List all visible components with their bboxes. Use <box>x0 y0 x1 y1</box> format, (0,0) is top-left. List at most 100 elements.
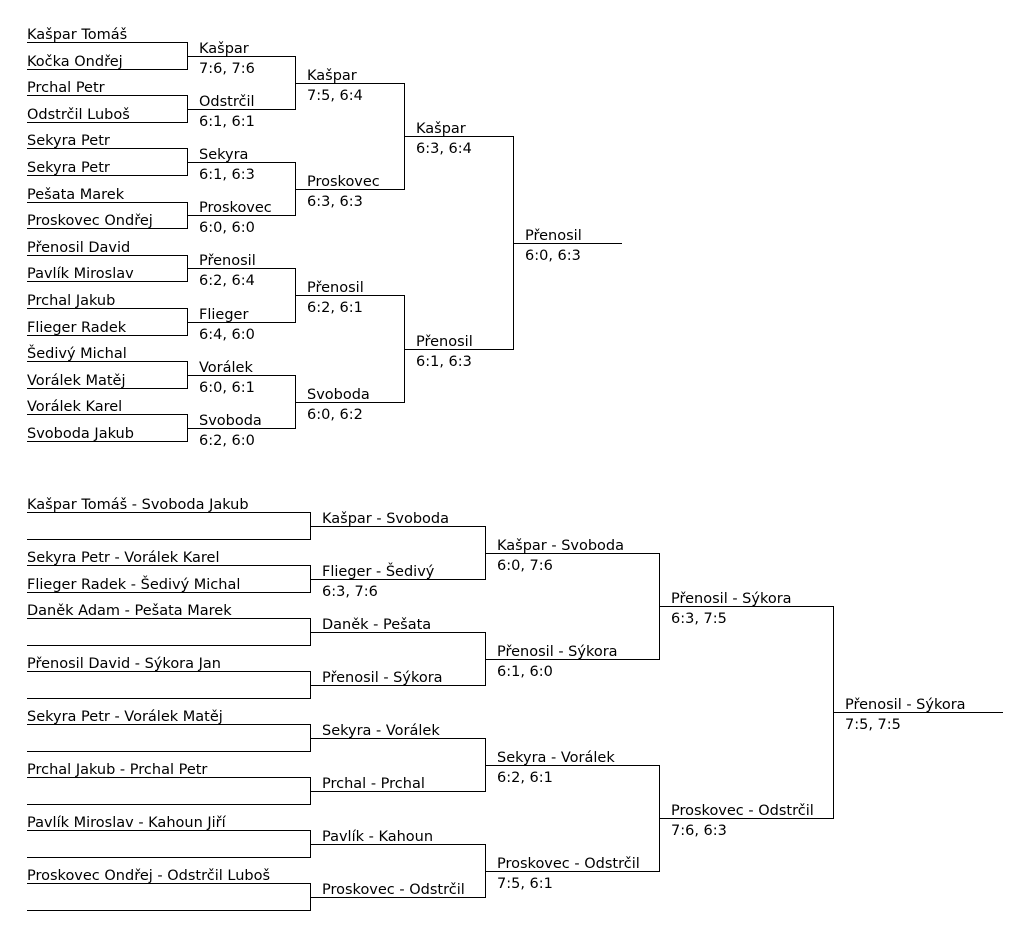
doubles-entry-line <box>27 724 310 725</box>
singles-player-entry: Vorálek Karel <box>27 399 123 415</box>
singles-match-winner: Svoboda <box>199 413 262 429</box>
doubles-match-winner: Prchal - Prchal <box>322 776 425 792</box>
doubles-player-entry: Daněk Adam - Pešata Marek <box>27 603 232 619</box>
singles-player-entry: Proskovec Ondřej <box>27 213 153 229</box>
doubles-entry-line <box>27 777 310 778</box>
singles-match-winner: Přenosil <box>199 253 256 269</box>
doubles-player-entry: Sekyra Petr - Vorálek Matěj <box>27 709 223 725</box>
doubles-entry-line <box>27 830 310 831</box>
doubles-player-entry: Pavlík Miroslav - Kahoun Jiří <box>27 815 226 831</box>
doubles-entry-line <box>27 671 310 672</box>
singles-winner-line <box>187 428 295 429</box>
singles-match-winner: Kašpar <box>199 41 249 57</box>
singles-match-winner: Odstrčil <box>199 94 255 110</box>
singles-match-score: 6:2, 6:4 <box>199 273 255 289</box>
singles-match-score: 6:1, 6:3 <box>199 167 255 183</box>
singles-entry-line <box>27 308 187 309</box>
doubles-entry-line <box>27 751 310 752</box>
singles-entry-line <box>27 122 187 123</box>
singles-match-score: 6:0, 6:0 <box>199 220 255 236</box>
singles-champion-score: 6:0, 6:3 <box>525 248 581 264</box>
doubles-match-winner: Přenosil - Sýkora <box>322 670 443 686</box>
doubles-winner-line <box>659 606 833 607</box>
singles-player-entry: Pavlík Miroslav <box>27 266 134 282</box>
singles-player-entry: Kašpar Tomáš <box>27 27 128 43</box>
doubles-winner-line <box>485 765 659 766</box>
singles-player-entry: Šedivý Michal <box>27 346 127 362</box>
doubles-champion: Přenosil - Sýkora <box>845 697 966 713</box>
doubles-winner-line <box>310 632 485 633</box>
singles-match-winner: Přenosil <box>416 334 473 350</box>
doubles-final-line <box>833 712 1003 713</box>
singles-winner-line <box>187 109 295 110</box>
doubles-player-entry: Flieger Radek - Šedivý Michal <box>27 577 241 593</box>
singles-match-score: 6:3, 6:4 <box>416 141 472 157</box>
doubles-entry-line <box>27 645 310 646</box>
doubles-player-entry: Sekyra Petr - Vorálek Karel <box>27 550 220 566</box>
singles-player-entry: Prchal Jakub <box>27 293 116 309</box>
doubles-winner-line <box>310 685 485 686</box>
singles-match-winner: Proskovec <box>199 200 272 216</box>
doubles-entry-line <box>27 592 310 593</box>
singles-match-winner: Přenosil <box>307 280 364 296</box>
doubles-entry-line <box>27 512 310 513</box>
doubles-champion-score: 7:5, 7:5 <box>845 717 901 733</box>
singles-match-score: 6:1, 6:3 <box>416 354 472 370</box>
singles-match-winner: Kašpar <box>416 121 466 137</box>
doubles-entry-line <box>27 883 310 884</box>
doubles-match-score: 7:6, 6:3 <box>671 823 727 839</box>
doubles-match-score: 6:1, 6:0 <box>497 664 553 680</box>
singles-entry-line <box>27 414 187 415</box>
doubles-match-winner: Pavlík - Kahoun <box>322 829 434 845</box>
doubles-match-score: 6:3, 7:6 <box>322 584 378 600</box>
doubles-winner-line <box>485 659 659 660</box>
doubles-winner-line <box>659 818 833 819</box>
singles-match-score: 6:0, 6:1 <box>199 380 255 396</box>
singles-champion: Přenosil <box>525 228 582 244</box>
doubles-winner-line <box>310 844 485 845</box>
singles-winner-line <box>295 83 404 84</box>
singles-winner-line <box>404 136 513 137</box>
doubles-winner-line <box>310 579 485 580</box>
doubles-match-winner: Proskovec - Odstrčil <box>322 882 465 898</box>
doubles-winner-line <box>310 526 485 527</box>
singles-player-entry: Flieger Radek <box>27 320 127 336</box>
singles-final-line <box>513 243 622 244</box>
doubles-match-winner: Proskovec - Odstrčil <box>497 856 640 872</box>
doubles-winner-line <box>485 553 659 554</box>
singles-winner-line <box>187 268 295 269</box>
doubles-match-winner: Proskovec - Odstrčil <box>671 803 814 819</box>
doubles-player-entry: Prchal Jakub - Prchal Petr <box>27 762 208 778</box>
doubles-winner-line <box>310 791 485 792</box>
singles-entry-line <box>27 202 187 203</box>
doubles-match-winner: Přenosil - Sýkora <box>497 644 618 660</box>
singles-player-entry: Pešata Marek <box>27 187 125 203</box>
singles-entry-line <box>27 95 187 96</box>
doubles-player-entry: Kašpar Tomáš - Svoboda Jakub <box>27 497 249 513</box>
singles-match-winner: Svoboda <box>307 387 370 403</box>
singles-player-entry: Odstrčil Luboš <box>27 107 130 123</box>
doubles-match-score: 6:3, 7:5 <box>671 611 727 627</box>
doubles-match-winner: Sekyra - Vorálek <box>322 723 440 739</box>
singles-winner-line <box>187 322 295 323</box>
doubles-winner-line <box>310 897 485 898</box>
singles-match-score: 6:3, 6:3 <box>307 194 363 210</box>
singles-player-entry: Kočka Ondřej <box>27 54 123 70</box>
doubles-player-entry: Přenosil David - Sýkora Jan <box>27 656 221 672</box>
doubles-match-winner: Kašpar - Svoboda <box>322 511 450 527</box>
doubles-entry-line <box>27 539 310 540</box>
singles-player-entry: Prchal Petr <box>27 80 105 96</box>
doubles-winner-line <box>310 738 485 739</box>
singles-winner-line <box>295 295 404 296</box>
doubles-match-score: 6:2, 6:1 <box>497 770 553 786</box>
singles-entry-line <box>27 175 187 176</box>
singles-entry-line <box>27 255 187 256</box>
singles-player-entry: Vorálek Matěj <box>27 373 126 389</box>
singles-winner-line <box>187 56 295 57</box>
singles-match-winner: Kašpar <box>307 68 357 84</box>
singles-player-entry: Sekyra Petr <box>27 133 110 149</box>
doubles-entry-line <box>27 565 310 566</box>
singles-player-entry: Svoboda Jakub <box>27 426 134 442</box>
singles-winner-line <box>295 402 404 403</box>
